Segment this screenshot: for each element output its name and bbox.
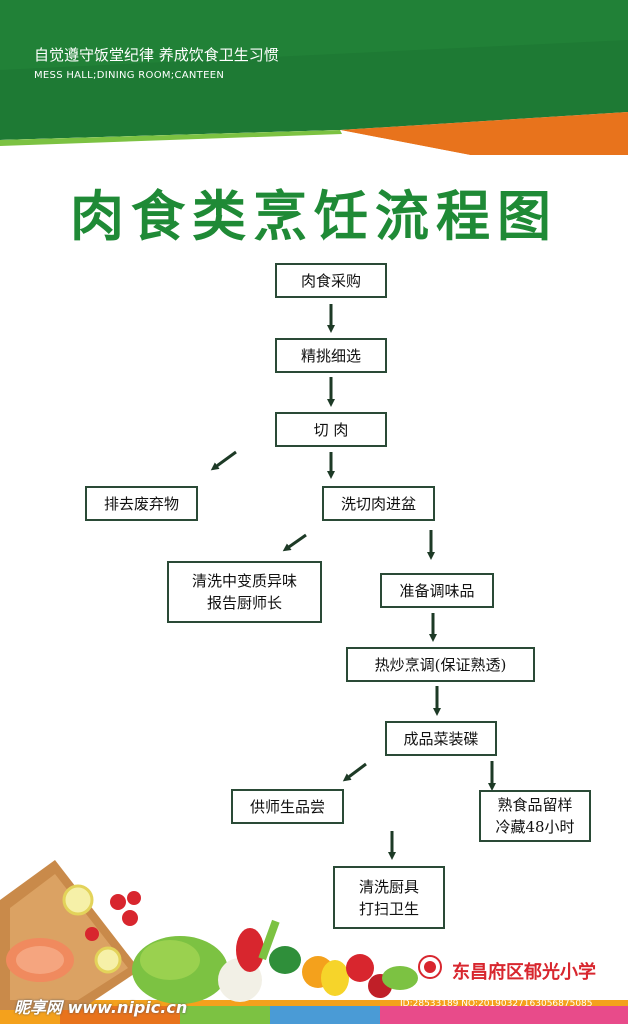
step-stir-fry: 热炒烹调(保证熟透)	[346, 647, 535, 682]
step-prepare-seasoning: 准备调味品	[380, 573, 494, 608]
step-keep-sample: 熟食品留样 冷藏48小时	[479, 790, 591, 842]
image-id: ID:28533189 NO:20190327163056875085	[400, 999, 593, 1009]
header-banner	[0, 0, 628, 155]
step-discard-waste: 排去废弃物	[85, 486, 198, 521]
school-name: 东昌府区郁光小学	[452, 962, 596, 983]
arrow-dish-taste	[342, 762, 367, 782]
arrow-wash-report	[282, 533, 307, 552]
step-plate-dish: 成品菜装碟	[385, 721, 497, 756]
arrow-cut-discard	[210, 450, 237, 471]
step-careful-selection: 精挑细选	[275, 338, 387, 373]
food-decoration	[0, 860, 628, 1024]
step-serve-tasting: 供师生品尝	[231, 789, 344, 824]
step-cut-meat: 切 肉	[275, 412, 387, 447]
page-title: 肉食类烹饪流程图	[70, 185, 558, 248]
step-report-chef: 清洗中变质异味 报告厨师长	[167, 561, 322, 623]
header-slogan: 自觉遵守饭堂纪律 养成饮食卫生习惯	[34, 46, 279, 64]
step-meat-purchase: 肉食采购	[275, 263, 387, 298]
header-subtitle: MESS HALL;DINING ROOM;CANTEEN	[34, 70, 225, 81]
step-wash-cut-basin: 洗切肉进盆	[322, 486, 435, 521]
step-clean-kitchen: 清洗厨具 打扫卫生	[333, 866, 445, 929]
watermark: 昵享网 www.nipic.cn	[14, 998, 188, 1017]
